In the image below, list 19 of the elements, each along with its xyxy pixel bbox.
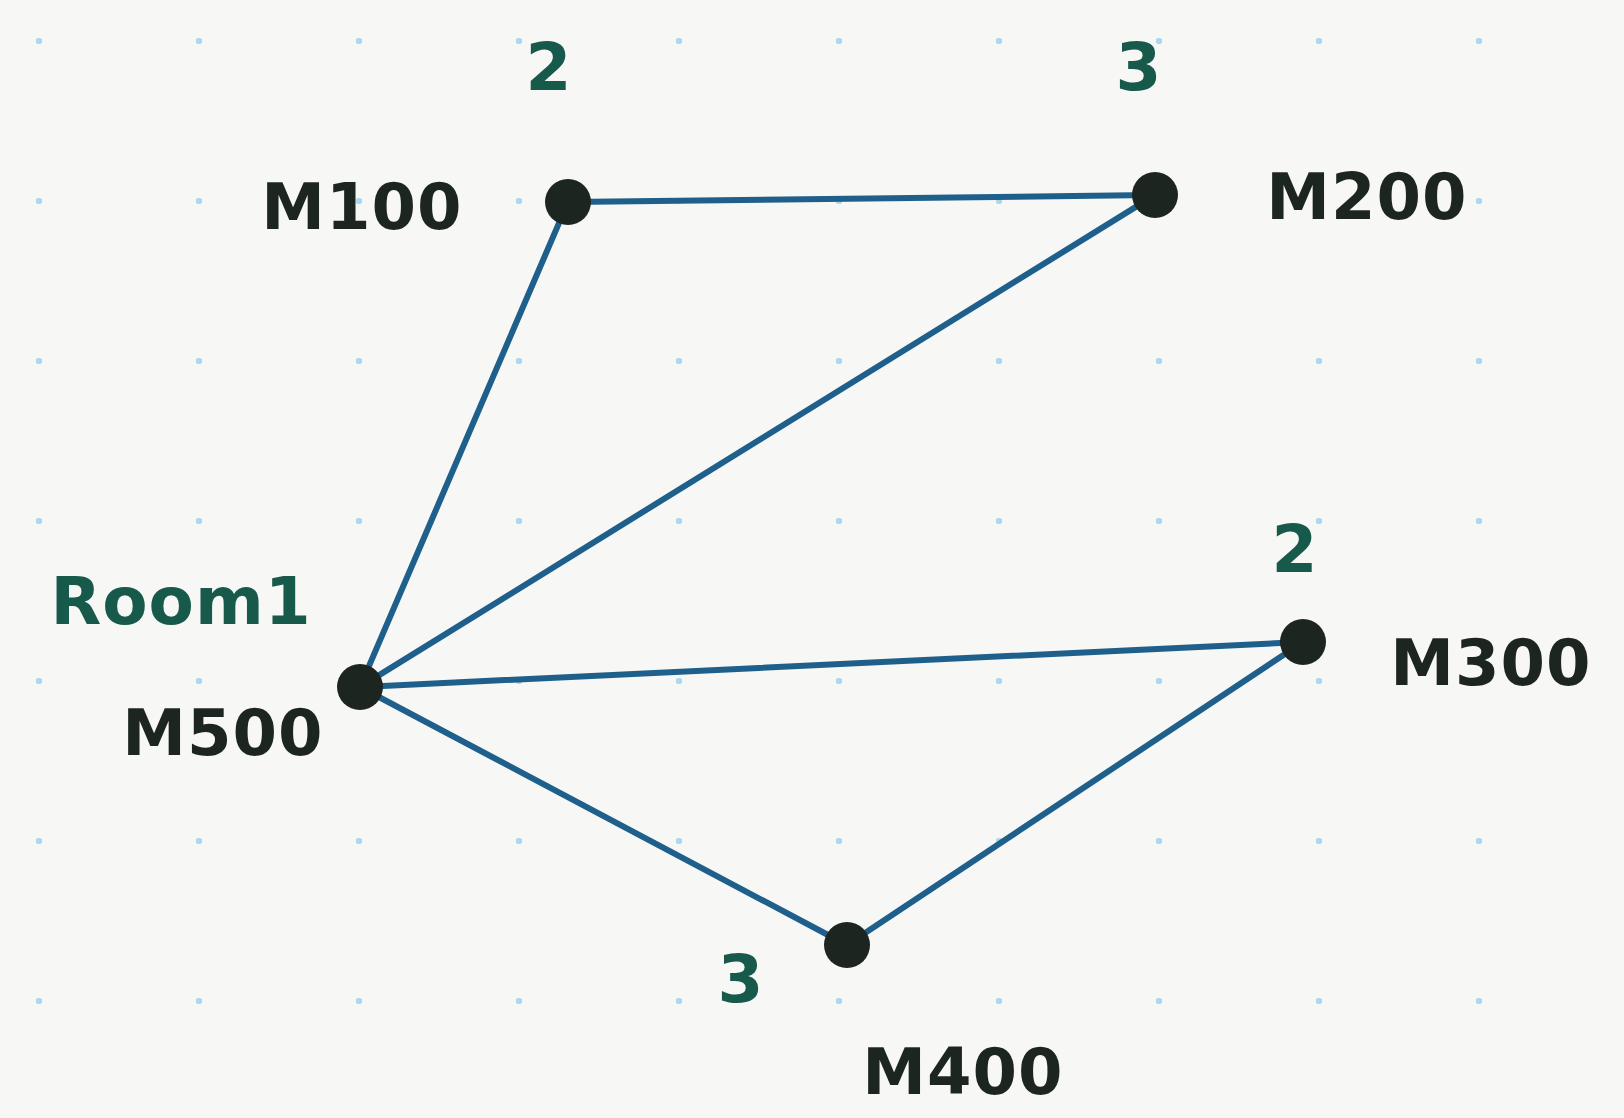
node-count: 2 <box>525 28 573 106</box>
node-label: M300 <box>1390 626 1592 700</box>
node-count: 3 <box>717 940 765 1018</box>
node-dot <box>337 664 383 710</box>
node-dot <box>824 922 870 968</box>
node-dot <box>1280 619 1326 665</box>
node-dot <box>545 179 591 225</box>
node-label: M200 <box>1266 160 1468 234</box>
node-count: 2 <box>1271 510 1319 588</box>
connector-line <box>377 694 830 938</box>
connector-line <box>366 220 562 669</box>
connector-line <box>863 651 1287 936</box>
node-label: M500 <box>122 696 324 770</box>
connector-line <box>376 204 1139 678</box>
node-dot <box>1132 172 1178 218</box>
node-count: Room1 <box>50 562 312 640</box>
node-count: 3 <box>1115 28 1163 106</box>
node-label: M400 <box>862 1035 1064 1109</box>
node-label: M100 <box>261 170 463 244</box>
